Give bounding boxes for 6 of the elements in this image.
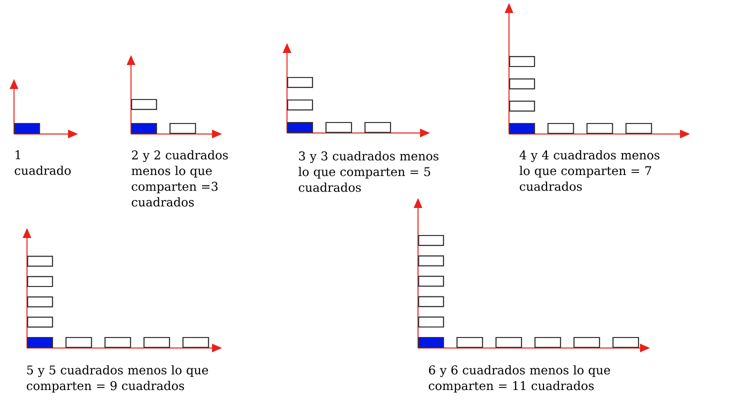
- caption: 3 y 3 cuadrados menos lo que comparten = 5 cuadrados: [298, 151, 438, 192]
- caption: 2 y 2 cuadrados menos lo que comparten =3 cuadrados: [132, 150, 228, 207]
- caption: 4 y 4 cuadrados menos lo que comparten = 7 cuadrados: [520, 150, 660, 191]
- caption: 5 y 5 cuadrados menos lo que comparten = 9 cuadrados: [26, 365, 208, 393]
- caption: 6 y 6 cuadrados menos lo que comparten = 11 cuadrados: [428, 365, 610, 393]
- caption: 1 cuadrado: [14, 150, 71, 175]
